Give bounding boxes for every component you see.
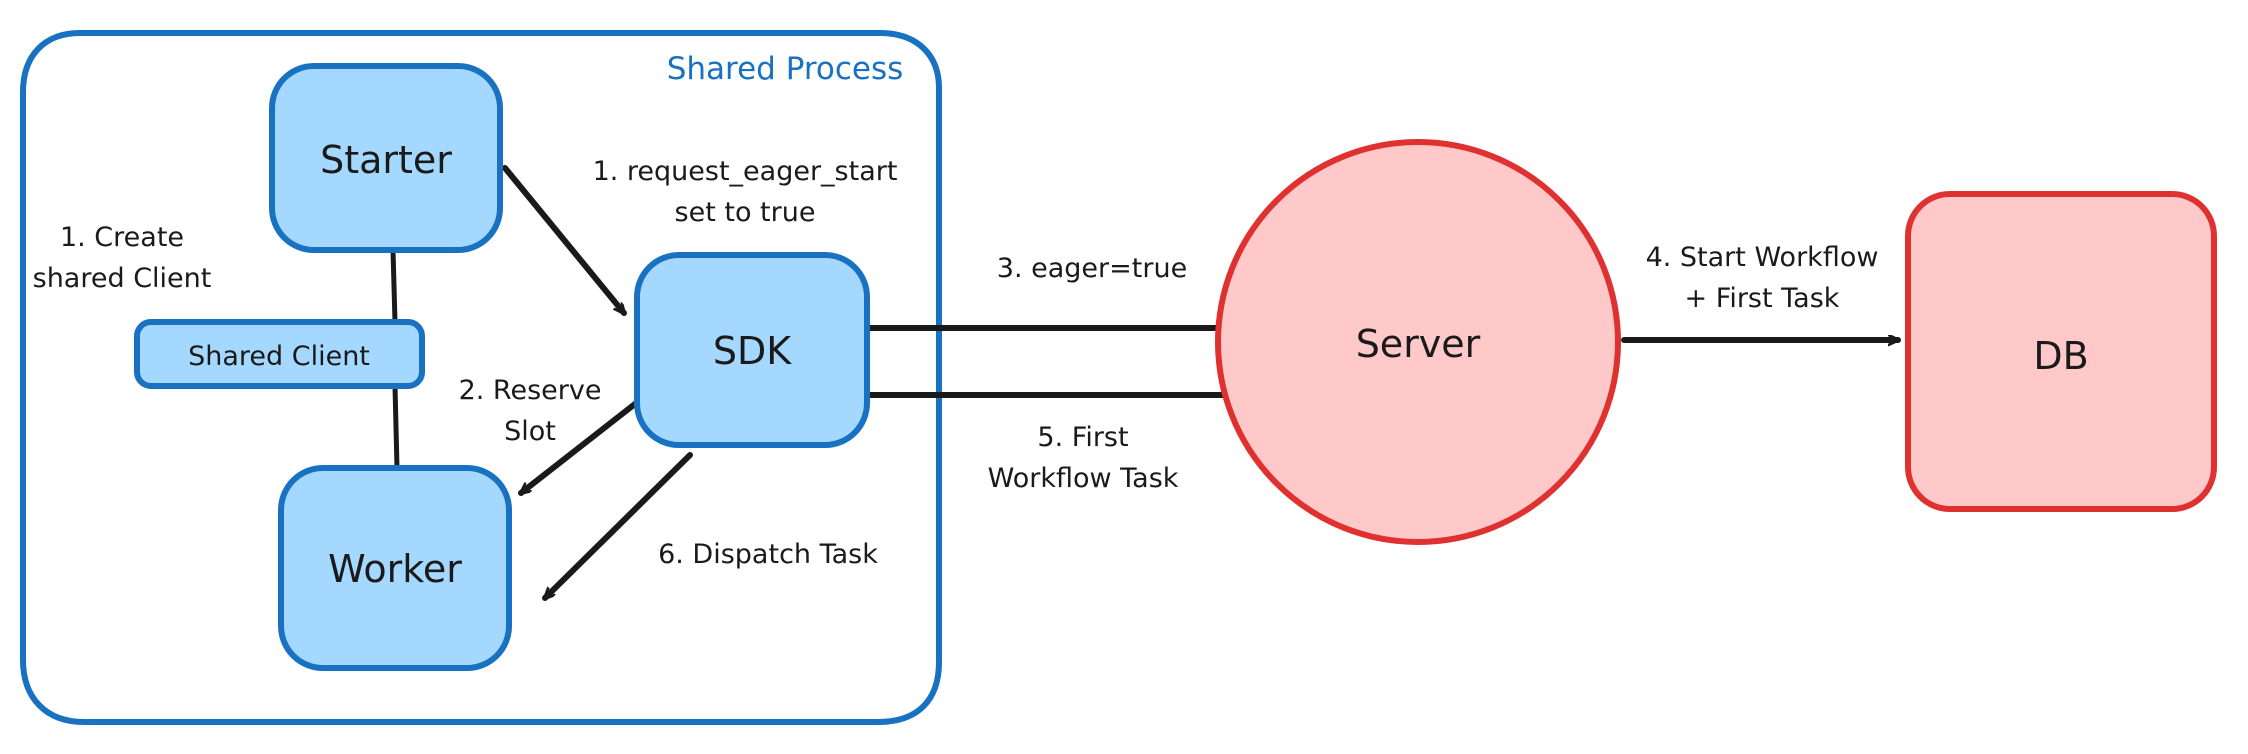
- node-shared-client-shape: [134, 319, 425, 389]
- edge-label-create-shared-client-line2: shared Client: [33, 263, 212, 294]
- node-shared-client-label: Shared Client: [188, 341, 370, 372]
- node-sdk-label: SDK: [713, 329, 792, 373]
- node-shared-client[interactable]: Shared Client: [134, 319, 425, 389]
- node-db-shape: [1905, 191, 2217, 512]
- node-starter-label: Starter: [320, 138, 452, 182]
- node-starter-shape: [269, 63, 503, 253]
- arrow-sdk-to-worker-reserve-slot: [518, 397, 643, 496]
- arrow-starter-to-sdk: [502, 165, 627, 316]
- edge-label-eager-true: 3. eager=true: [997, 253, 1187, 284]
- edge-label-request-eager-start-line1: 1. request_eager_start: [593, 156, 898, 187]
- node-db-label: DB: [2033, 334, 2088, 378]
- connector-shared-client-worker: [392, 383, 400, 471]
- node-sdk[interactable]: SDK: [634, 252, 870, 448]
- shared-process-label: Shared Process: [667, 51, 904, 87]
- node-sdk-shape: [634, 252, 870, 448]
- edge-label-start-workflow-line2: + First Task: [1685, 283, 1840, 314]
- edge-label-dispatch-task: 6. Dispatch Task: [658, 539, 878, 570]
- edge-label-request-eager-start-line2: set to true: [675, 197, 816, 228]
- node-server-label: Server: [1356, 322, 1481, 366]
- edge-label-reserve-slot: 2. Reserve Slot: [459, 375, 602, 447]
- edge-label-start-workflow: 4. Start Workflow + First Task: [1646, 242, 1879, 314]
- node-worker-shape: [278, 465, 512, 671]
- edge-label-reserve-slot-line2: Slot: [504, 416, 556, 447]
- node-server[interactable]: Server: [1215, 139, 1621, 545]
- node-db[interactable]: DB: [1905, 191, 2217, 512]
- edge-label-first-workflow-task-line1: 5. First: [1037, 422, 1128, 453]
- edge-label-reserve-slot-line1: 2. Reserve: [459, 375, 602, 406]
- edge-label-first-workflow-task: 5. First Workflow Task: [988, 422, 1179, 494]
- edge-label-first-workflow-task-line2: Workflow Task: [988, 463, 1179, 494]
- shared-process-group: Shared Process: [20, 30, 942, 725]
- edge-label-start-workflow-line1: 4. Start Workflow: [1646, 242, 1879, 273]
- arrow-sdk-to-worker-dispatch-task: [542, 452, 693, 601]
- edge-label-create-shared-client-line1: 1. Create: [60, 222, 184, 253]
- node-server-shape: [1215, 139, 1621, 545]
- edge-label-request-eager-start: 1. request_eager_start set to true: [593, 156, 898, 228]
- node-worker[interactable]: Worker: [278, 465, 512, 671]
- shared-process-border: [20, 30, 942, 725]
- edge-label-create-shared-client: 1. Create shared Client: [33, 222, 212, 294]
- node-worker-label: Worker: [328, 547, 462, 591]
- node-starter[interactable]: Starter: [269, 63, 503, 253]
- connector-starter-shared-client: [390, 247, 398, 325]
